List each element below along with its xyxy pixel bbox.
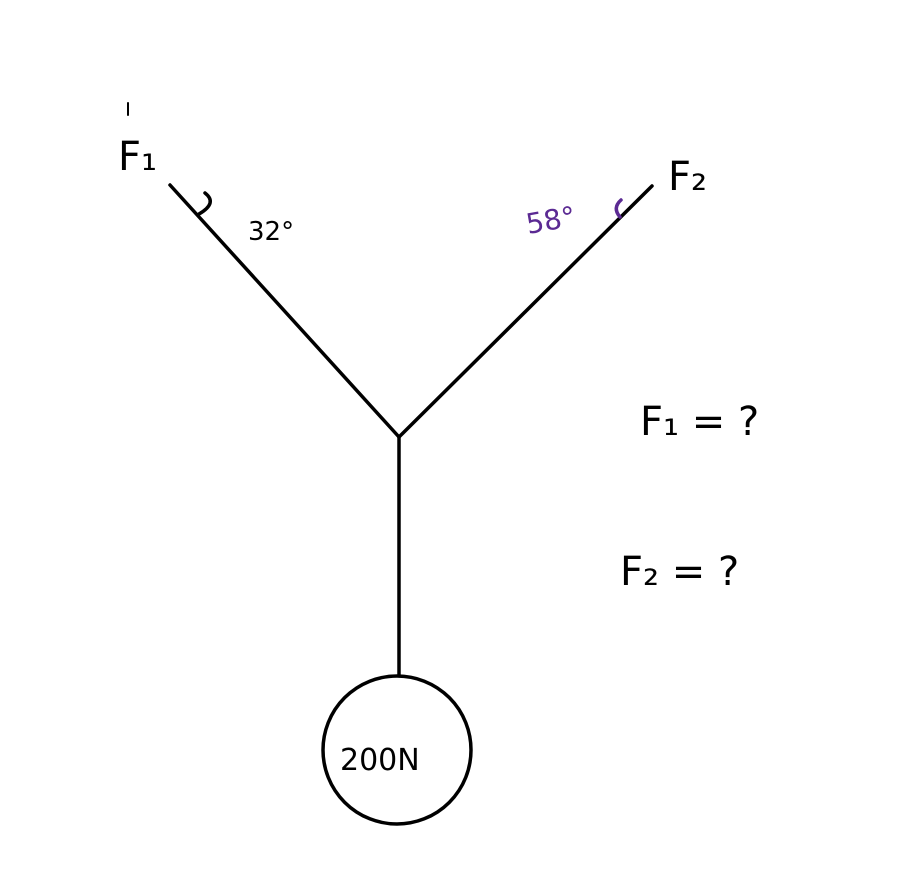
label-angle-32: 32°	[248, 217, 294, 247]
label-weight: 200N	[340, 743, 420, 778]
question-f2: F₂ = ?	[620, 549, 739, 595]
label-f2: F₂	[668, 154, 707, 200]
rope-left	[168, 183, 401, 439]
label-f1: F₁	[118, 134, 157, 180]
weight-circle	[321, 674, 473, 826]
question-f1: F₁ = ?	[640, 399, 759, 445]
angle-arc-right	[614, 198, 623, 219]
angle-arc-left	[197, 191, 212, 216]
rope-right	[397, 184, 654, 439]
label-angle-58: 58°	[523, 200, 578, 241]
